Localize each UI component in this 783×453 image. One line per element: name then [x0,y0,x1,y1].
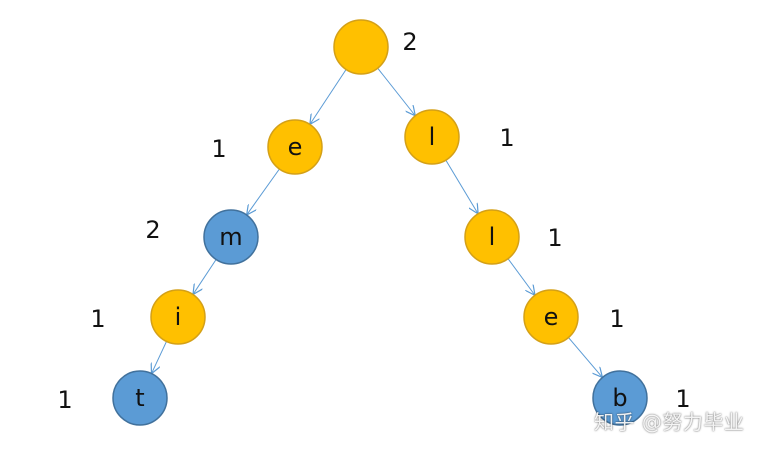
edge-e2-to-b [568,337,602,377]
edge-l1-to-l2 [445,159,478,213]
node-circle-m [203,209,259,265]
node-letter-t: t [135,384,144,412]
edges-layer [152,67,602,377]
node-root [333,19,389,75]
edge-root-to-e1 [310,69,347,124]
node-l2: l [464,209,520,265]
count-label-root: 2 [402,28,417,56]
edge-m-to-i [194,259,217,294]
node-t: t [112,370,168,426]
count-label-l1: 1 [499,124,514,152]
node-letter-e2: e [544,303,559,331]
node-circle-root [333,19,389,75]
count-label-e2: 1 [609,305,624,333]
node-letter-i: i [175,303,182,331]
count-label-b: 1 [675,385,690,413]
node-circle-e2 [523,289,579,345]
node-circle-i [150,289,206,345]
count-label-t: 1 [57,386,72,414]
node-letter-l2: l [489,223,496,251]
count-label-l2: 1 [547,224,562,252]
node-e1: e [267,119,323,175]
nodes-layer: e l m l i e t b [112,19,648,426]
edge-i-to-t [152,341,167,372]
edge-root-to-l1 [377,67,415,115]
node-letter-l1: l [429,123,436,151]
node-circle-l2 [464,209,520,265]
count-label-m: 2 [145,216,160,244]
edge-l2-to-e2 [507,258,534,295]
node-m: m [203,209,259,265]
node-letter-m: m [219,223,242,251]
node-e2: e [523,289,579,345]
edge-e1-to-m [247,168,280,214]
count-labels-layer: 2 1 1 2 1 1 1 1 1 [57,28,690,414]
node-letter-b: b [612,384,627,412]
node-circle-l1 [404,109,460,165]
node-circle-t [112,370,168,426]
node-l1: l [404,109,460,165]
node-circle-e1 [267,119,323,175]
watermark-text: 知乎 @努力毕业 [594,410,745,434]
count-label-e1: 1 [211,135,226,163]
node-i: i [150,289,206,345]
node-b: b [592,370,648,426]
node-circle-b [592,370,648,426]
node-letter-e1: e [288,133,303,161]
count-label-i: 1 [90,305,105,333]
